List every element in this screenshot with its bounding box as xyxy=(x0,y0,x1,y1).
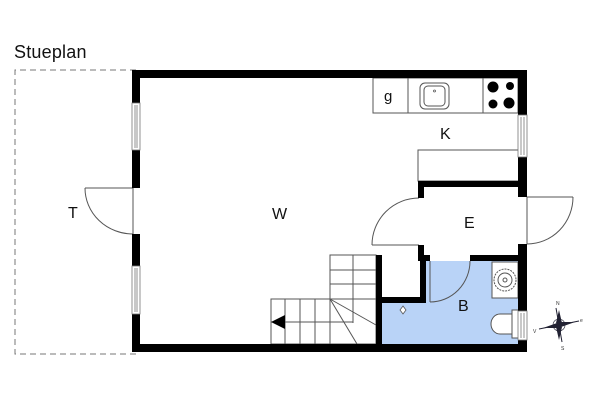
window-right-bathroom xyxy=(517,310,528,341)
compass-south: S xyxy=(561,346,565,352)
compass-rose-icon: N e S V xyxy=(533,301,583,352)
terrace-outline xyxy=(14,69,136,355)
compass-west: V xyxy=(533,329,537,335)
terrace-door xyxy=(84,187,134,235)
kitchen-peninsula xyxy=(417,149,520,182)
window-left-lower xyxy=(131,265,141,315)
washbasin-icon xyxy=(491,261,519,299)
windows xyxy=(131,102,528,341)
window-left-upper xyxy=(131,102,141,151)
floor-drain-icon xyxy=(399,305,407,315)
counter-label: g xyxy=(384,88,392,105)
room-label-living: W xyxy=(272,206,288,223)
bathroom-door xyxy=(429,260,471,303)
front-door xyxy=(526,196,574,245)
staircase xyxy=(270,254,377,345)
room-label-bathroom: B xyxy=(458,298,469,315)
sink-icon xyxy=(419,82,450,110)
stair-direction-arrow-icon xyxy=(271,315,285,329)
room-label-terrace: T xyxy=(68,205,78,222)
plan-title: Stueplan xyxy=(14,42,87,62)
room-label-kitchen: K xyxy=(440,126,451,143)
compass-north: N xyxy=(556,301,560,307)
stove-icon xyxy=(487,81,515,109)
room-label-entrance: E xyxy=(464,215,475,232)
window-right-kitchen xyxy=(517,114,528,158)
entrance-inner-door xyxy=(371,197,420,246)
compass-east: e xyxy=(580,318,583,324)
walls xyxy=(132,70,527,352)
toilet-icon xyxy=(490,309,520,339)
